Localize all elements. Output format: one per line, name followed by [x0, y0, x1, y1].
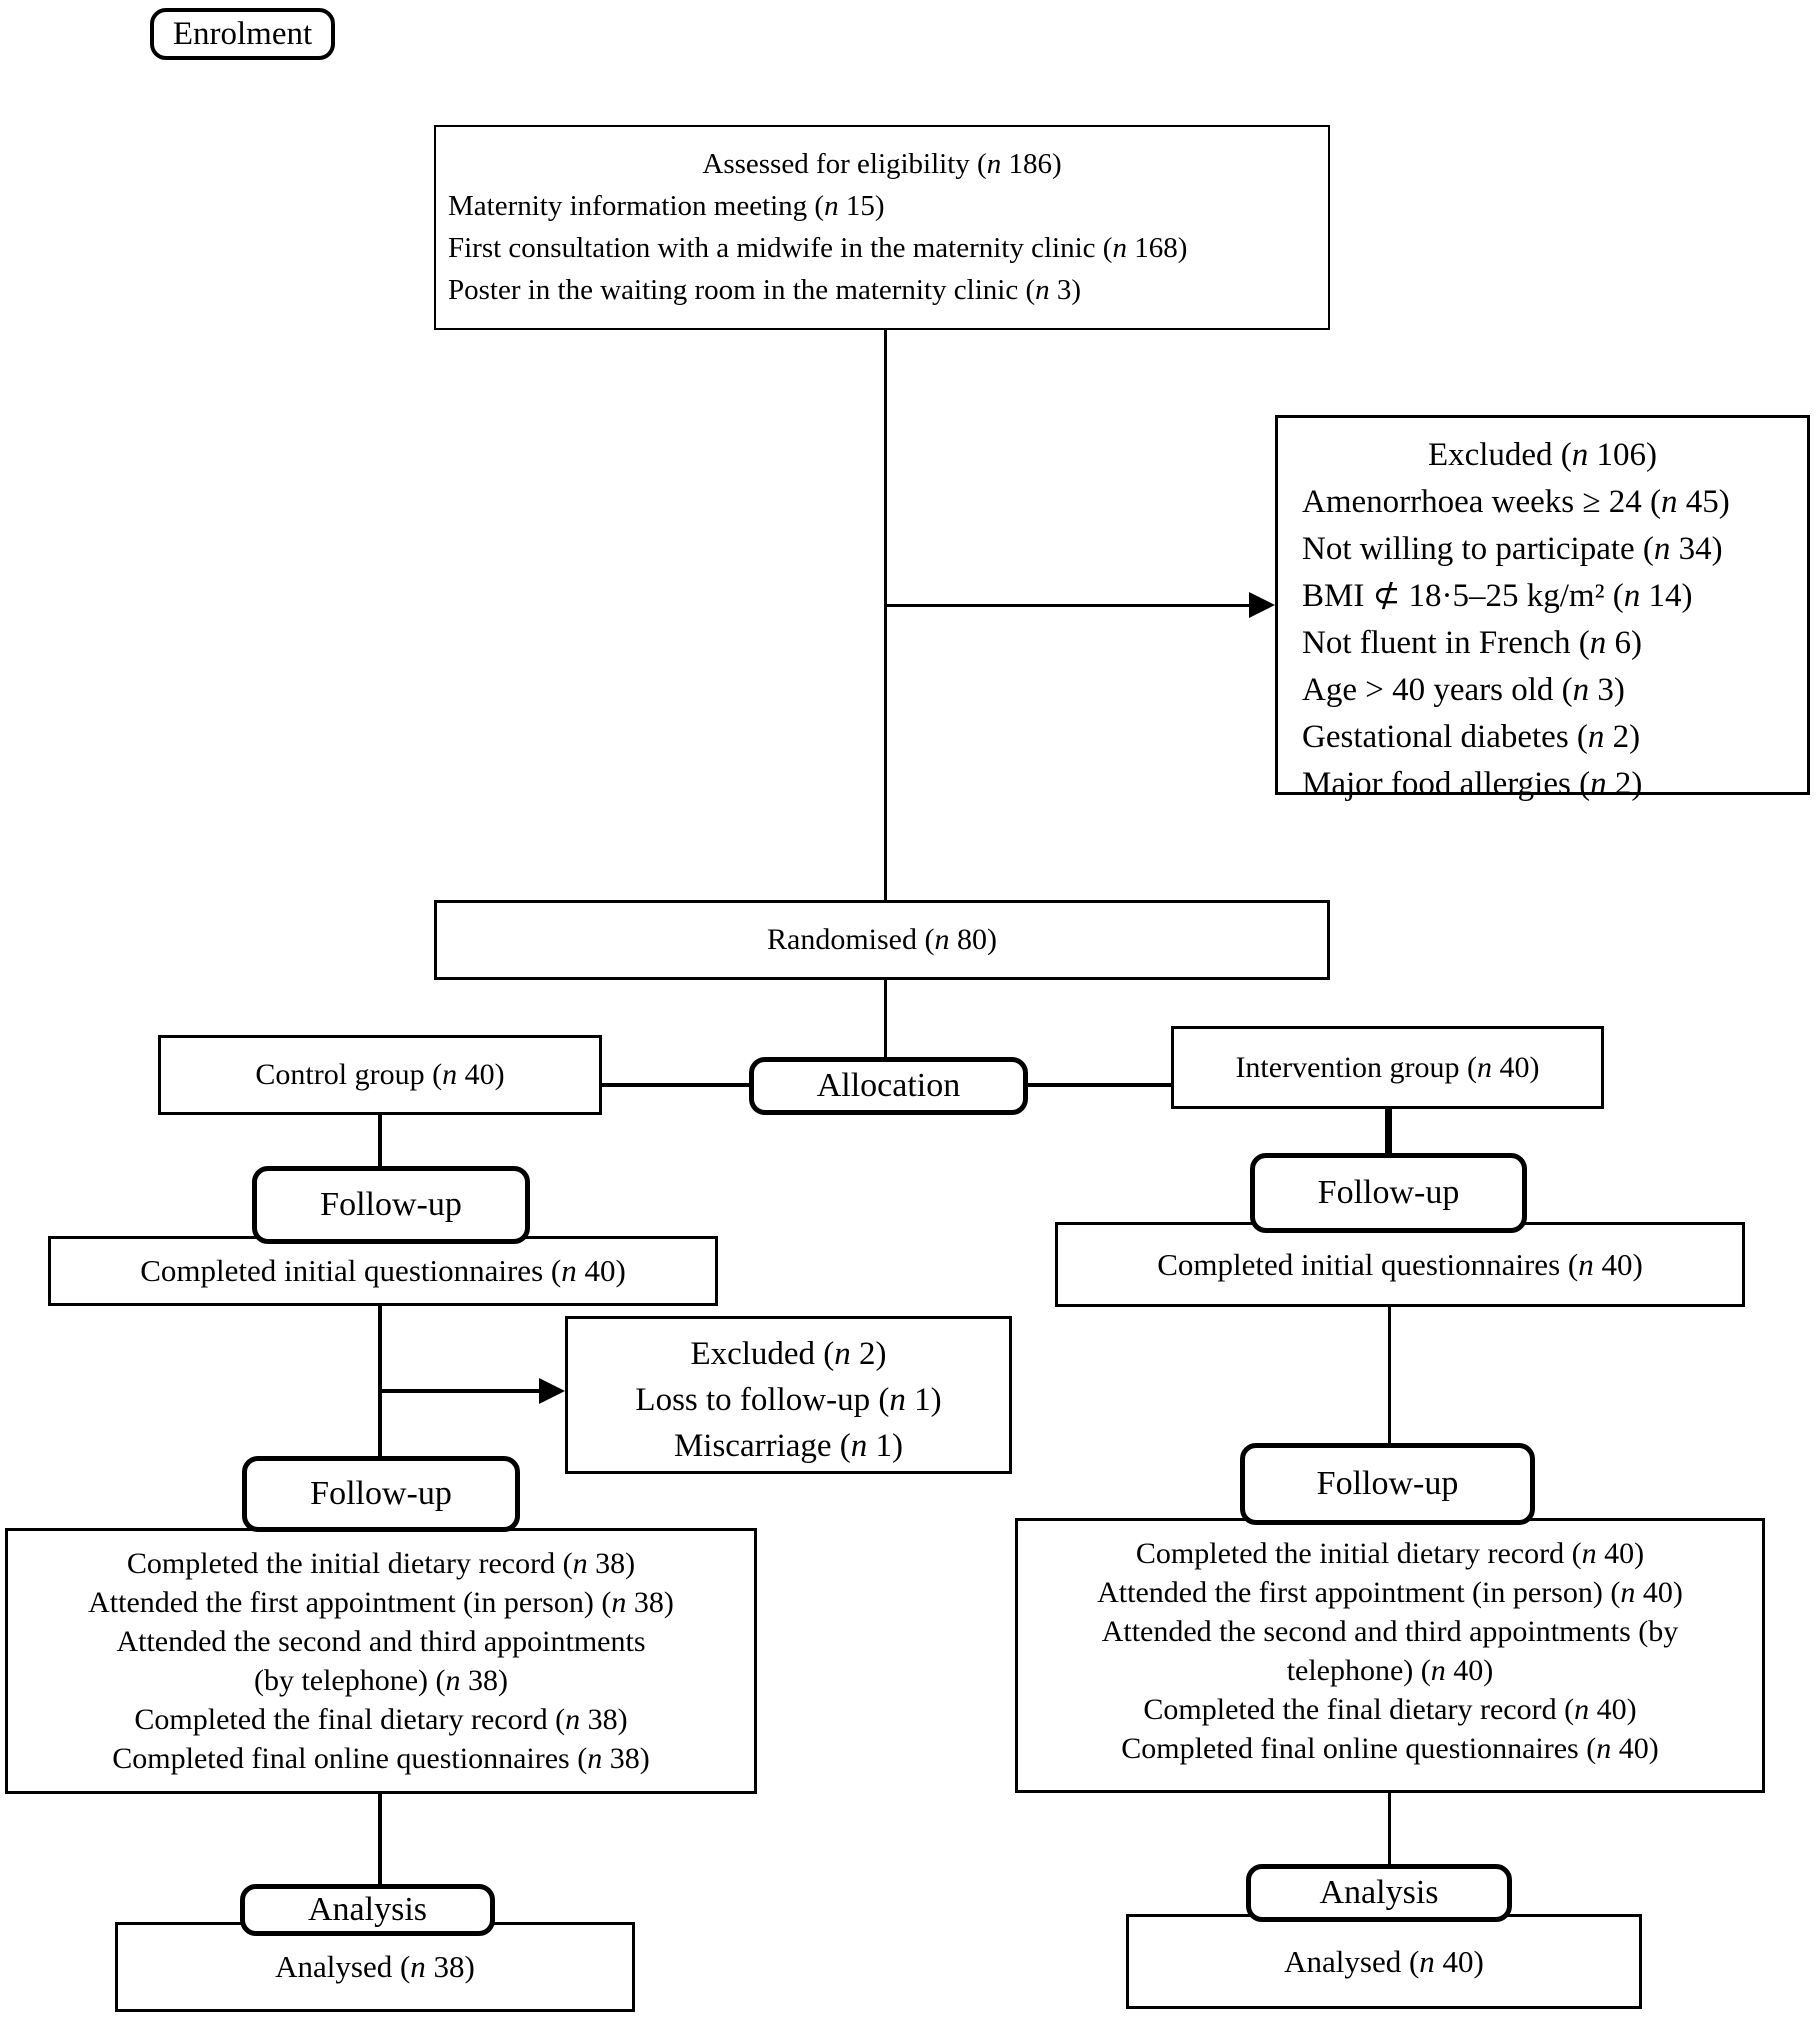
intervention-questionnaires-box: Completed initial questionnaires (n 40) — [1055, 1222, 1745, 1307]
excluded-reason-line: Amenorrhoea weeks ≥ 24 (n 45) — [1302, 484, 1730, 520]
assessed-source-line: Maternity information meeting (n 15) — [448, 190, 885, 222]
connector-control-to-followup — [378, 1115, 382, 1168]
excluded-reason-line: Gestational diabetes (n 2) — [1302, 719, 1641, 755]
connector-control-followup2-to-analysis — [378, 1794, 382, 1884]
control-questionnaires-box: Completed initial questionnaires (n 40) — [48, 1236, 718, 1306]
control-group-box: Control group (n 40) — [158, 1035, 602, 1115]
excluded-followup-line: Loss to follow-up (n 1) — [635, 1382, 942, 1418]
control-questionnaires-text: Completed initial questionnaires (n 40) — [140, 1253, 626, 1288]
connector-intervention-to-followup — [1385, 1109, 1392, 1155]
connector-intervention-followup2-to-analysis — [1388, 1793, 1391, 1864]
analysed-control-text: Analysed (n 38) — [275, 1949, 475, 1984]
randomised-box: Randomised (n 80) — [434, 900, 1330, 980]
followup-stage-label-control-2: Follow-up — [242, 1456, 520, 1532]
intervention-followup-line: Attended the first appointment (in perso… — [1097, 1576, 1683, 1609]
intervention-followup-line: Completed the final dietary record (n 40… — [1143, 1693, 1637, 1726]
connector-to-excluded-line — [885, 604, 1251, 607]
intervention-group-box: Intervention group (n 40) — [1171, 1026, 1604, 1109]
assessed-source-line: First consultation with a midwife in the… — [448, 232, 1188, 264]
excluded-followup-line: Miscarriage (n 1) — [673, 1428, 904, 1464]
followup-stage-label-control-1: Follow-up — [252, 1166, 530, 1244]
analysis-stage-text: Analysis — [308, 1891, 427, 1928]
analysis-stage-label-control: Analysis — [240, 1884, 495, 1936]
intervention-followup-detail-box: Completed the initial dietary record (n … — [1015, 1518, 1765, 1793]
connector-to-excluded2-line — [380, 1389, 541, 1393]
intervention-followup-line: telephone) (n 40) — [1286, 1654, 1494, 1687]
randomised-text: Randomised (n 80) — [767, 923, 997, 956]
analysis-stage-text: Analysis — [1319, 1874, 1439, 1911]
arrowhead-excluded2-icon — [539, 1378, 565, 1404]
control-followup-line: Completed the initial dietary record (n … — [126, 1547, 636, 1580]
intervention-questionnaires-text: Completed initial questionnaires (n 40) — [1157, 1246, 1643, 1282]
excluded-reason-line: Not fluent in French (n 6) — [1302, 625, 1643, 661]
connector-control-questionnaires-to-followup2 — [378, 1306, 382, 1458]
excluded-main-box: Excluded (n 106) Amenorrhoea weeks ≥ 24 … — [1275, 415, 1810, 802]
excluded-followup-line: Excluded (n 2) — [690, 1336, 887, 1372]
intervention-group-text: Intervention group (n 40) — [1235, 1050, 1540, 1084]
connector-intervention-questionnaires-to-followup2 — [1388, 1307, 1391, 1445]
allocation-stage-text: Allocation — [816, 1067, 961, 1104]
assessed-eligibility-title: Assessed for eligibility (n 186) — [702, 148, 1062, 180]
control-followup-line: Attended the second and third appointmen… — [116, 1625, 646, 1658]
intervention-followup-line: Completed final online questionnaires (n… — [1121, 1732, 1659, 1765]
analysis-stage-label-intervention: Analysis — [1246, 1864, 1512, 1922]
followup-stage-label-intervention-2: Follow-up — [1240, 1443, 1535, 1525]
excluded-reason-line: Age > 40 years old (n 3) — [1302, 672, 1625, 708]
assessed-source-line: Poster in the waiting room in the matern… — [448, 274, 1082, 306]
control-group-text: Control group (n 40) — [255, 1058, 505, 1091]
allocation-stage-label: Allocation — [749, 1057, 1028, 1115]
followup-stage-text: Follow-up — [1316, 1465, 1459, 1502]
intervention-followup-line: Attended the second and third appointmen… — [1101, 1615, 1679, 1648]
followup-stage-text: Follow-up — [1317, 1174, 1460, 1211]
control-followup-line: Attended the first appointment (in perso… — [88, 1586, 674, 1619]
followup-stage-text: Follow-up — [310, 1475, 452, 1512]
excluded-reason-line: Not willing to participate (n 34) — [1302, 531, 1723, 567]
followup-stage-label-intervention-1: Follow-up — [1250, 1153, 1527, 1233]
control-followup-line: (by telephone) (n 38) — [253, 1664, 509, 1697]
connector-randomised-to-allocation — [884, 980, 887, 1057]
analysed-control-box: Analysed (n 38) — [115, 1922, 635, 2012]
assessed-eligibility-box: Assessed for eligibility (n 186) Materni… — [434, 125, 1330, 330]
arrowhead-excluded-icon — [1249, 592, 1275, 618]
excluded-followup-box: Excluded (n 2) Loss to follow-up (n 1) M… — [565, 1316, 1012, 1474]
enrolment-stage-text: Enrolment — [172, 15, 313, 52]
excluded-reason-line: Major food allergies (n 2) — [1302, 766, 1643, 802]
enrolment-stage-label: Enrolment — [150, 8, 335, 60]
analysed-intervention-text: Analysed (n 40) — [1284, 1943, 1484, 1979]
followup-stage-text: Follow-up — [320, 1186, 462, 1223]
connector-control-to-allocation — [602, 1083, 749, 1087]
excluded-reason-line: BMI ⊄ 18·5–25 kg/m² (n 14) — [1302, 578, 1693, 614]
connector-allocation-to-intervention — [1028, 1083, 1171, 1087]
control-followup-line: Completed the final dietary record (n 38… — [134, 1703, 628, 1736]
intervention-followup-line: Completed the initial dietary record (n … — [1135, 1537, 1645, 1570]
control-followup-detail-box: Completed the initial dietary record (n … — [5, 1528, 757, 1794]
connector-assessed-to-randomised — [884, 330, 887, 900]
analysed-intervention-box: Analysed (n 40) — [1126, 1914, 1642, 2009]
excluded-main-title: Excluded (n 106) — [1427, 437, 1658, 473]
control-followup-line: Completed final online questionnaires (n… — [112, 1742, 650, 1775]
